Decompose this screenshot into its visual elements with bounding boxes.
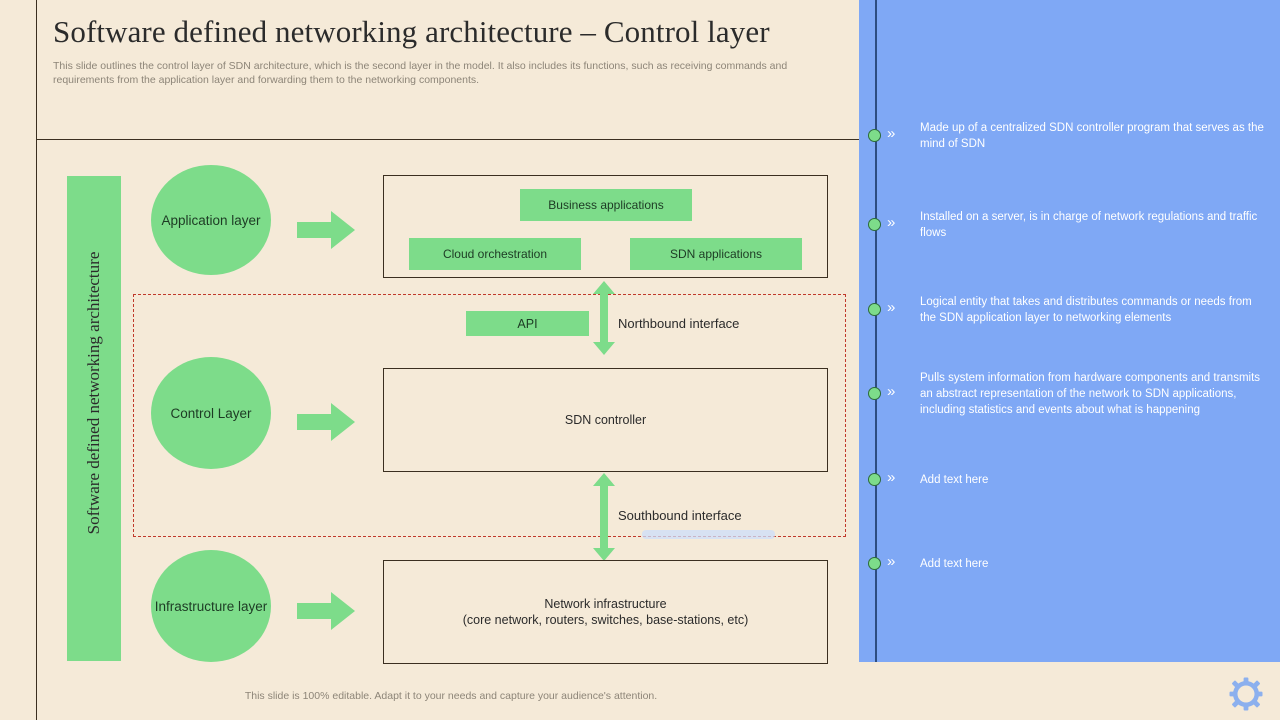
timeline-dot-icon [868,218,881,231]
chip-api[interactable]: API [466,311,589,336]
timeline-dot-icon [868,387,881,400]
network-infrastructure-line2: (core network, routers, switches, base-s… [462,613,749,627]
circle-control-layer[interactable]: Control Layer [151,357,271,469]
chevron-double-right-icon: » [887,299,896,316]
notes-bullet-text: Pulls system information from hardware c… [920,372,1261,416]
circle-application-layer[interactable]: Application layer [151,165,271,275]
southbound-highlight [642,530,775,539]
notes-bullet-text: Installed on a server, is in charge of n… [920,211,1258,239]
infrastructure-layer-panel: Network infrastructure (core network, ro… [383,560,828,664]
control-layer-panel: SDN controller [383,368,828,472]
network-infrastructure-label: Network infrastructure (core network, ro… [384,596,827,628]
chevron-double-right-icon: » [887,469,896,486]
diagram-side-bar: Software defined networking architecture [67,176,121,661]
chevron-double-right-icon: » [887,553,896,570]
notes-panel [859,0,1280,662]
arrow-right-icon [297,592,355,630]
left-vertical-rule [36,0,37,720]
double-arrow-vertical-icon [593,473,615,561]
northbound-interface-label: Northbound interface [618,316,740,331]
timeline-line [875,0,877,662]
arrow-right-icon [297,211,355,249]
application-layer-panel: Business applications Cloud orchestratio… [383,175,828,278]
double-arrow-vertical-icon [593,281,615,355]
notes-bullet-text: Add text here [920,474,989,486]
chip-cloud-orchestration[interactable]: Cloud orchestration [409,238,581,270]
notes-bullet-text: Logical entity that takes and distribute… [920,296,1252,324]
chevron-double-right-icon: » [887,383,896,400]
control-layer-highlight-region [133,294,846,537]
chevron-double-right-icon: » [887,214,896,231]
timeline-dot-icon [868,557,881,570]
chip-business-applications[interactable]: Business applications [520,189,692,221]
timeline-dot-icon [868,303,881,316]
page-title: Software defined networking architecture… [53,14,770,49]
timeline-dot-icon [868,473,881,486]
southbound-interface-label: Southbound interface [618,508,742,523]
notes-bullet-text: Made up of a centralized SDN controller … [920,122,1264,150]
circle-infrastructure-layer[interactable]: Infrastructure layer [151,550,271,662]
network-infrastructure-line1: Network infrastructure [544,597,667,611]
timeline-dot-icon [868,129,881,142]
diagram-side-caption: Software defined networking architecture [84,251,103,535]
sdn-controller-label: SDN controller [564,413,647,427]
gear-icon [1229,677,1263,711]
architecture-diagram: Software defined networking architecture… [37,141,865,680]
arrow-right-icon [297,403,355,441]
page-subtitle: This slide outlines the control layer of… [53,60,788,86]
chip-sdn-applications[interactable]: SDN applications [630,238,802,270]
chevron-double-right-icon: » [887,125,896,142]
slide-header: Software defined networking architecture… [37,0,865,140]
notes-bullet-text: Add text here [920,558,989,570]
footer-note: This slide is 100% editable. Adapt it to… [244,690,658,702]
